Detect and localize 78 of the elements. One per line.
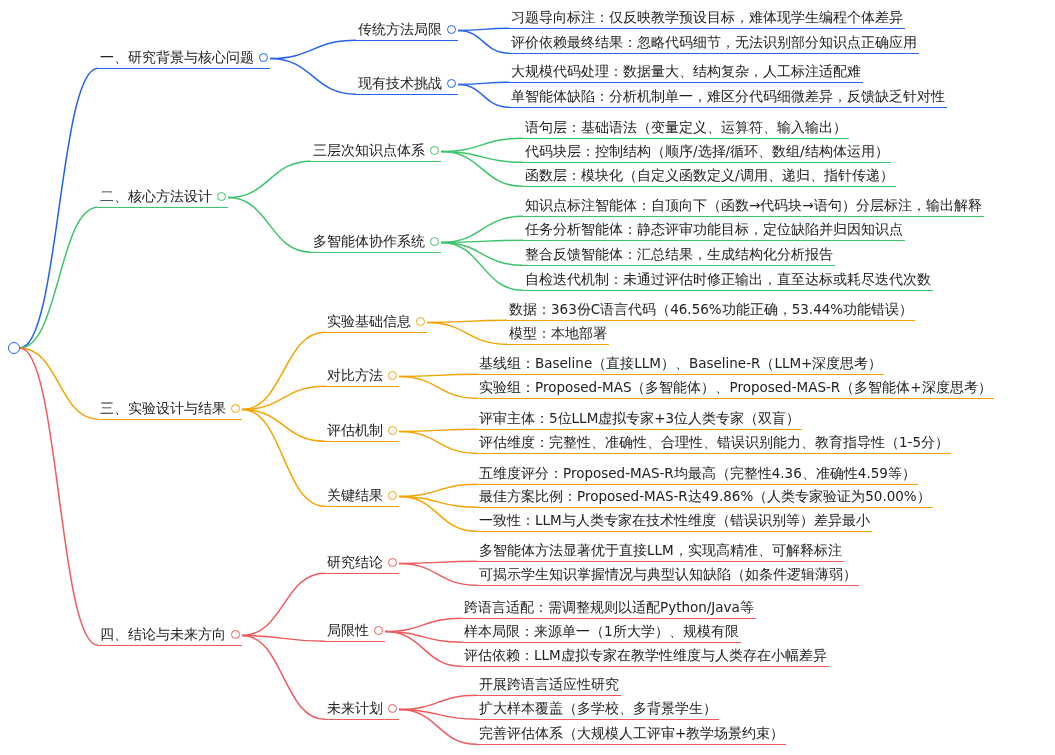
leaf-label: 评价依赖最终结果：忽略代码细节，无法识别部分知识点正确应用 (511, 33, 917, 52)
topic-node (356, 73, 458, 95)
topic-label: 多智能体协作系统 (313, 232, 425, 251)
topic-node (325, 620, 385, 642)
leaf-label: 多智能体方法显著优于直接LLM，实现高精准、可解释标注 (479, 541, 842, 560)
topic-node (325, 552, 399, 574)
branch-line (19, 347, 99, 420)
topic-label: 三、实验设计与结果 (100, 399, 226, 418)
topic-node (356, 19, 458, 41)
branch-line (457, 29, 510, 54)
topic-label: 评估机制 (327, 421, 383, 440)
topic-node (311, 140, 441, 162)
leaf-label: 函数层：模块化（自定义函数定义/调用、递归、指针传递） (525, 166, 894, 185)
leaf-label: 实验组：Proposed-MAS（多智能体）、Proposed-MAS-R（多智能体+深度思考） (479, 378, 992, 397)
branch-line (19, 206, 99, 349)
leaf-label: 一致性：LLM与人类专家在技术性维度（错误识别等）差异最小 (479, 511, 870, 530)
branch-line (440, 150, 524, 187)
topic-label: 现有技术挑战 (358, 74, 442, 93)
branch-line (440, 241, 524, 291)
leaf-label: 整合反馈智能体：汇总结果，生成结构化分析报告 (525, 245, 833, 264)
branch-line (241, 408, 326, 507)
leaf-label: 样本局限：来源单一（1所大学）、规模有限 (464, 622, 739, 641)
topic-label: 研究结论 (327, 553, 383, 572)
branch-line (269, 57, 357, 95)
branch-line (426, 321, 508, 345)
leaf-label: 数据：363份C语言代码（46.56%功能正确，53.44%功能错误） (509, 300, 914, 319)
leaf-label: 完善评估体系（大规模人工评审+教学场景约束） (479, 724, 785, 743)
leaf-label: 可揭示学生知识掌握情况与典型认知缺陷（如条件逻辑薄弱） (479, 565, 857, 584)
branch-line (19, 347, 99, 646)
topic-node (325, 485, 399, 507)
leaf-label: 单智能体缺陷：分析机制单一，难区分代码细微差异，反馈缺乏针对性 (511, 87, 945, 106)
topic-node (325, 420, 399, 442)
leaf-label: 大规模代码处理：数据量大、结构复杂，人工标注适配难 (511, 62, 861, 81)
branch-line (398, 562, 478, 586)
branch-line (241, 634, 326, 720)
leaf-label: 代码块层：控制结构（顺序/选择/循环、数组/结构体运用） (525, 142, 889, 161)
topic-label: 对比方法 (327, 366, 383, 385)
leaf-label: 基线组：Baseline（直接LLM）、Baseline-R（LLM+深度思考） (479, 354, 883, 373)
leaf-label: 评审主体：5位LLM虚拟专家+3位人类专家（双盲） (479, 409, 801, 428)
leaf-label: 最佳方案比例：Proposed-MAS-R达49.86%（人类专家验证为50.00%） (479, 487, 931, 506)
branch-line (457, 83, 510, 108)
topic-label: 传统方法局限 (358, 20, 442, 39)
root-circle (8, 342, 20, 354)
leaf-label: 习题导向标注：仅反映教学预设目标，难体现学生编程个体差异 (511, 8, 903, 27)
leaf-label: 评估维度：完整性、准确性、合理性、错误识别能力、教育指导性（1-5分） (479, 433, 950, 452)
topic-label: 四、结论与未来方向 (100, 625, 226, 644)
topic-label: 二、核心方法设计 (100, 187, 212, 206)
topic-label: 三层次知识点体系 (313, 141, 425, 160)
topic-label: 关键结果 (327, 486, 383, 505)
topic-node (98, 47, 270, 69)
leaf-label: 自检迭代机制：未通过评估时修正输出，直至达标或耗尽迭代次数 (525, 270, 931, 289)
branch-line (227, 196, 312, 253)
branch-line (398, 375, 478, 399)
topic-node (325, 311, 427, 333)
leaf-label: 开展跨语言适应性研究 (479, 675, 619, 694)
topic-node (311, 231, 441, 253)
topic-node (325, 365, 399, 387)
leaf-label: 知识点标注智能体：自顶向下（函数→代码块→语句）分层标注，输出解释 (525, 196, 982, 215)
leaf-label: 扩大样本覆盖（多学校、多背景学生） (479, 699, 717, 718)
leaf-label: 语句层：基础语法（变量定义、运算符、输入输出） (525, 118, 847, 137)
branch-line (398, 708, 478, 745)
topic-label: 未来计划 (327, 699, 383, 718)
leaf-label: 任务分析智能体：静态评审功能目标，定位缺陷并归因知识点 (525, 220, 903, 239)
topic-label: 实验基础信息 (327, 312, 411, 331)
branch-line (384, 630, 463, 667)
topic-node (98, 186, 228, 208)
topic-node (98, 624, 242, 646)
topic-label: 一、研究背景与核心问题 (100, 48, 254, 67)
branch-line (398, 430, 478, 454)
topic-node (325, 698, 399, 720)
branch-line (398, 495, 478, 532)
leaf-label: 模型：本地部署 (509, 324, 607, 343)
leaf-label: 跨语言适配：需调整规则以适配Python/Java等 (464, 598, 754, 617)
branch-line (241, 572, 326, 637)
leaf-label: 五维度评分：Proposed-MAS-R均最高（完整性4.36、准确性4.59等） (479, 464, 916, 483)
topic-node (98, 398, 242, 420)
topic-label: 局限性 (327, 621, 369, 640)
leaf-label: 评估依赖：LLM虚拟专家在教学性维度与人类存在小幅差异 (464, 646, 827, 665)
